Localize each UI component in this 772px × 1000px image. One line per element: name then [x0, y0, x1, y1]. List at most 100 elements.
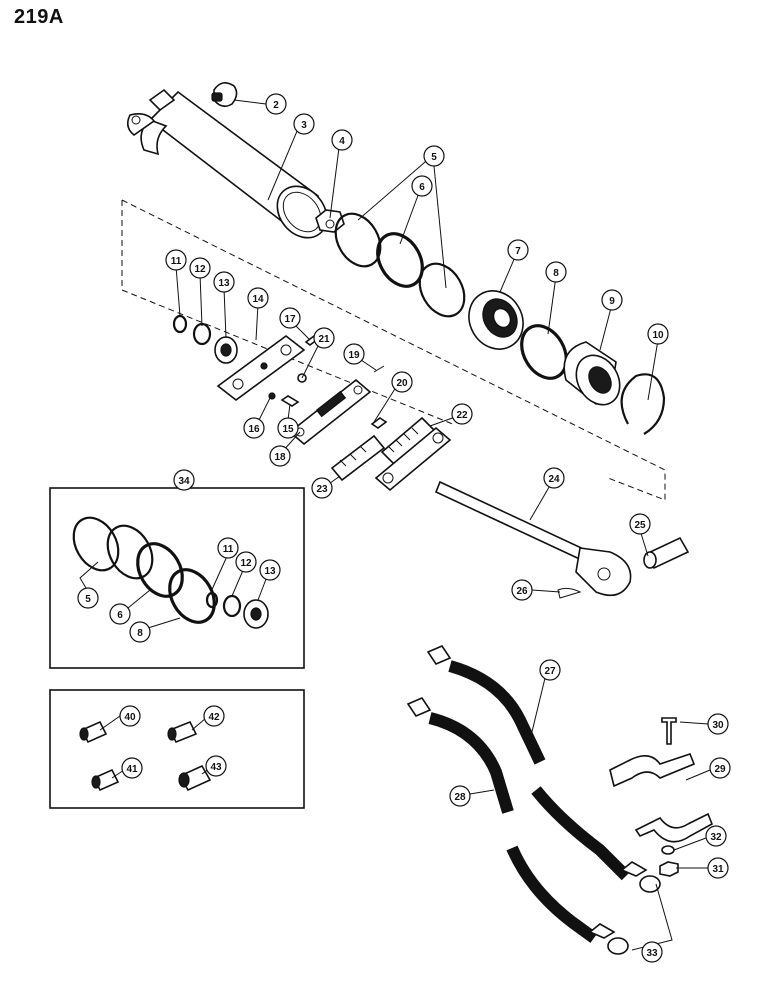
svg-text:28: 28	[454, 792, 466, 803]
callout-11-top: 11	[165, 249, 187, 271]
callout-29: 29	[709, 757, 731, 779]
callout-30: 30	[707, 713, 729, 735]
cotter-pin-19-part	[373, 365, 385, 373]
svg-text:7: 7	[515, 246, 521, 257]
callout-6-kit: 6	[109, 603, 131, 625]
callout-31: 31	[707, 857, 729, 879]
callout-13-kit: 13	[259, 559, 281, 581]
svg-text:41: 41	[126, 764, 138, 775]
kit-backup-ring-1-part	[72, 516, 120, 572]
callout-34: 34	[173, 469, 195, 491]
callout-24: 24	[543, 467, 565, 489]
callout-10: 10	[647, 323, 669, 345]
svg-text:6: 6	[419, 182, 425, 193]
hose-27-part	[426, 645, 661, 893]
svg-text:2: 2	[273, 100, 279, 111]
kit-seal-11-part	[205, 591, 219, 609]
svg-text:23: 23	[316, 484, 328, 495]
piston-part	[468, 290, 524, 350]
svg-text:3: 3	[301, 120, 307, 131]
svg-text:12: 12	[240, 558, 252, 569]
callout-21: 21	[313, 327, 335, 349]
hose-28-part	[406, 697, 629, 955]
callout-15: 15	[277, 417, 299, 439]
svg-text:16: 16	[248, 424, 260, 435]
seal-11a-part	[172, 314, 188, 334]
callout-6-top: 6	[411, 175, 433, 197]
kit-wiper-13-part	[243, 599, 269, 629]
callout-16: 16	[243, 417, 265, 439]
callout-12-top: 12	[189, 257, 211, 279]
screw-20-part	[370, 417, 388, 429]
svg-text:22: 22	[456, 410, 468, 421]
callout-41: 41	[121, 757, 143, 779]
svg-text:24: 24	[548, 474, 560, 485]
svg-text:14: 14	[252, 294, 264, 305]
callout-23: 23	[311, 477, 333, 499]
svg-text:15: 15	[282, 424, 294, 435]
callout-22: 22	[451, 403, 473, 425]
clamp-upper-29-part	[609, 753, 696, 788]
clamp-lower-29-part	[634, 812, 714, 843]
callout-7: 7	[507, 239, 529, 261]
page-number: 219A	[14, 6, 64, 28]
washer-32-part	[661, 845, 675, 855]
svg-text:17: 17	[284, 314, 296, 325]
callout-3: 3	[293, 113, 315, 135]
svg-text:42: 42	[208, 712, 220, 723]
yoke-22-part	[374, 426, 452, 492]
callout-18: 18	[269, 445, 291, 467]
svg-text:19: 19	[348, 350, 360, 361]
leader-lines	[79, 99, 711, 951]
kit-group-dashed-outline	[121, 199, 666, 501]
grease-fitting-part	[211, 82, 238, 108]
svg-text:31: 31	[712, 864, 724, 875]
callout-9: 9	[601, 289, 623, 311]
svg-text:21: 21	[318, 334, 330, 345]
svg-text:25: 25	[634, 520, 646, 531]
gland-part	[563, 341, 621, 406]
svg-text:32: 32	[710, 832, 722, 843]
svg-text:12: 12	[194, 264, 206, 275]
svg-text:34: 34	[178, 476, 190, 487]
cylinder-barrel-part	[126, 88, 328, 239]
svg-text:30: 30	[712, 720, 724, 731]
svg-text:5: 5	[85, 594, 91, 605]
kit-washer-12-part	[222, 594, 242, 618]
svg-text:26: 26	[516, 586, 528, 597]
mounting-plate-part	[216, 334, 306, 402]
piston-rod-part	[434, 480, 632, 597]
cotter-pin-26-part	[557, 587, 582, 599]
callout-17: 17	[279, 307, 301, 329]
svg-text:20: 20	[396, 378, 408, 389]
bolt-30-part	[661, 717, 677, 745]
callout-5-top: 5	[423, 145, 445, 167]
svg-text:6: 6	[117, 610, 123, 621]
callout-11-kit: 11	[217, 537, 239, 559]
callout-33: 33	[641, 941, 663, 963]
kit-o-ring-8-part	[168, 568, 216, 624]
washer-16-part	[268, 392, 276, 400]
link-plate-part	[288, 378, 372, 446]
callout-8-kit: 8	[129, 621, 151, 643]
svg-text:5: 5	[431, 152, 437, 163]
fittings-box	[49, 689, 305, 809]
screw-15-part	[280, 395, 300, 407]
callout-14: 14	[247, 287, 269, 309]
svg-text:27: 27	[544, 666, 556, 677]
spring-22-part	[380, 416, 436, 466]
fitting-42-part	[167, 720, 198, 744]
svg-text:9: 9	[609, 296, 615, 307]
callout-32: 32	[705, 825, 727, 847]
svg-text:33: 33	[646, 948, 658, 959]
callout-12-kit: 12	[235, 551, 257, 573]
svg-text:13: 13	[264, 566, 276, 577]
svg-text:11: 11	[171, 256, 182, 267]
seal-kit-box	[49, 487, 305, 669]
svg-text:29: 29	[714, 764, 726, 775]
callout-19: 19	[343, 343, 365, 365]
callout-42: 42	[203, 705, 225, 727]
callout-26: 26	[511, 579, 533, 601]
fitting-43-part	[178, 764, 212, 792]
